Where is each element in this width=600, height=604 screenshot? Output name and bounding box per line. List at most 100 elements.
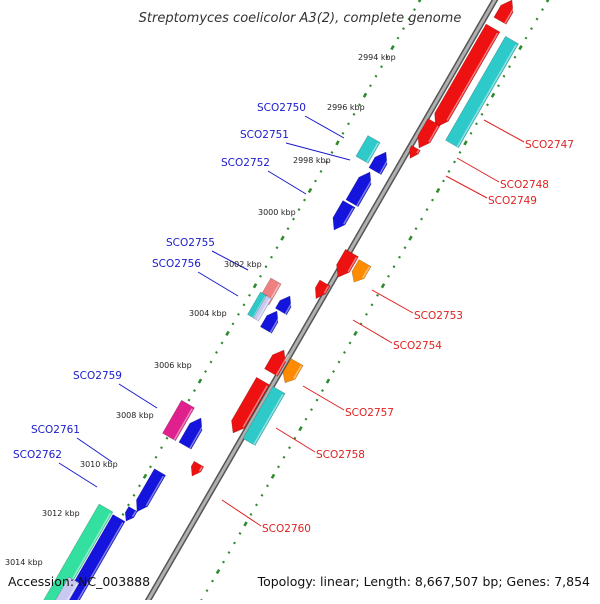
- connector-left: [197, 271, 239, 297]
- tick-mark-right: [403, 246, 407, 250]
- tick-mark-left: [154, 455, 158, 459]
- tick-mark-left: [385, 55, 389, 59]
- accession-text: Accession: NC_003888: [8, 574, 151, 589]
- gene-label-right: SCO2757: [345, 407, 394, 419]
- kbp-label: 2998 kbp: [293, 156, 331, 165]
- connector-left: [267, 170, 307, 195]
- tick-mark-right: [266, 484, 269, 488]
- connector-right: [483, 119, 525, 143]
- tick-mark-right: [524, 36, 528, 40]
- gene-sco2749: [417, 118, 441, 149]
- tick-mark-right: [282, 455, 286, 459]
- gene-label-right: SCO2747: [525, 139, 574, 151]
- gene-sco2751b-body: [345, 171, 372, 208]
- gene-sco2761-shine: [145, 475, 164, 507]
- tick-mark-right: [435, 187, 441, 194]
- connector-left: [285, 142, 351, 161]
- gene-red-small-2-body: [314, 279, 331, 300]
- gene-label-right: SCO2760: [262, 523, 311, 535]
- gene-sco2748-shine: [456, 44, 517, 148]
- gene-sco2758: [242, 386, 286, 446]
- tick-mark-right: [380, 283, 386, 289]
- tick-mark-right: [211, 579, 214, 583]
- tick-mark-right: [431, 198, 434, 202]
- tick-mark-right: [288, 446, 291, 450]
- gene-small-red-1: [409, 145, 421, 159]
- connector-right: [302, 385, 345, 411]
- gene-sco2753-shine: [347, 256, 358, 272]
- connector-right: [445, 175, 488, 199]
- gene-label-left: SCO2755: [166, 237, 215, 249]
- tick-mark-right: [310, 408, 313, 412]
- tick-mark-left: [402, 27, 405, 30]
- gene-label-left: SCO2759: [73, 370, 122, 382]
- gene-sco2758-shine: [253, 394, 284, 446]
- backbone-core: [144, 0, 497, 604]
- tick-mark-left: [160, 446, 163, 450]
- tick-mark-left: [297, 208, 301, 211]
- tick-mark-right: [277, 465, 280, 469]
- gene-lavender-bottom-body: [52, 576, 80, 604]
- tick-mark-left: [204, 370, 207, 373]
- tick-mark-left: [121, 512, 125, 516]
- tick-mark-right: [392, 265, 396, 269]
- tick-mark-right: [365, 312, 368, 316]
- connector-left: [118, 383, 158, 409]
- tick-mark-right: [293, 436, 297, 440]
- tick-mark-left: [380, 65, 383, 69]
- gene-sco2756-shine: [256, 298, 271, 321]
- connector-right: [221, 499, 262, 527]
- tick-mark-left: [127, 503, 130, 507]
- gene-sco2753-body: [336, 248, 359, 278]
- tick-mark-right: [343, 351, 346, 354]
- tick-mark-left: [270, 255, 273, 259]
- tick-mark-left: [209, 360, 213, 364]
- gene-sco2757: [282, 358, 304, 384]
- tick-mark-right: [458, 150, 462, 154]
- gene-sco2759-blue-shine: [189, 421, 206, 449]
- tick-mark-right: [348, 341, 352, 345]
- tick-mark-right: [222, 560, 225, 564]
- kbp-label: 3000 kbp: [258, 208, 296, 217]
- tick-mark-left: [142, 473, 148, 479]
- gene-label-right: SCO2754: [393, 340, 442, 352]
- gene-sco2750-shine: [366, 142, 379, 163]
- tick-mark-right: [545, 0, 550, 3]
- tick-mark-right: [447, 170, 451, 173]
- tick-mark-right: [325, 378, 331, 384]
- tick-mark-left: [314, 179, 317, 183]
- gene-blue-mid-2-shine: [269, 314, 282, 333]
- gene-blue-mid-2-body: [259, 310, 279, 334]
- tick-mark-left: [413, 8, 416, 11]
- gene-blue-long-body: [60, 514, 126, 604]
- tick-mark-left: [193, 389, 196, 392]
- tick-mark-right: [535, 17, 539, 21]
- gene-sco2751-shine: [379, 155, 391, 175]
- tick-mark-right: [321, 389, 324, 392]
- tick-mark-left: [330, 150, 334, 154]
- gene-sco2750-body: [355, 135, 381, 164]
- kbp-label: 3002 kbp: [224, 260, 262, 269]
- tick-mark-right: [233, 541, 236, 545]
- connector-right: [371, 289, 414, 314]
- gene-small-red-1-shine: [416, 149, 420, 154]
- tick-mark-left: [248, 293, 251, 297]
- gene-sco2759-body: [162, 399, 195, 442]
- tick-mark-right: [260, 493, 264, 497]
- tick-mark-left: [319, 170, 323, 173]
- gene-blue-mid-1-body: [274, 295, 292, 316]
- tick-mark-right: [475, 122, 478, 126]
- tick-mark-right: [480, 112, 484, 116]
- tick-mark-right: [414, 227, 418, 231]
- gene-sco2759: [162, 399, 195, 442]
- gene-sco2762-shine: [131, 511, 137, 518]
- tick-mark-left: [341, 131, 345, 135]
- kbp-label: 3008 kbp: [116, 411, 154, 420]
- tick-mark-right: [463, 140, 468, 146]
- kbp-label: 3006 kbp: [154, 361, 192, 370]
- tick-mark-left: [369, 84, 372, 88]
- map-title: Streptomyces coelicolor A3(2), complete …: [138, 11, 462, 26]
- gene-top-red: [493, 0, 517, 25]
